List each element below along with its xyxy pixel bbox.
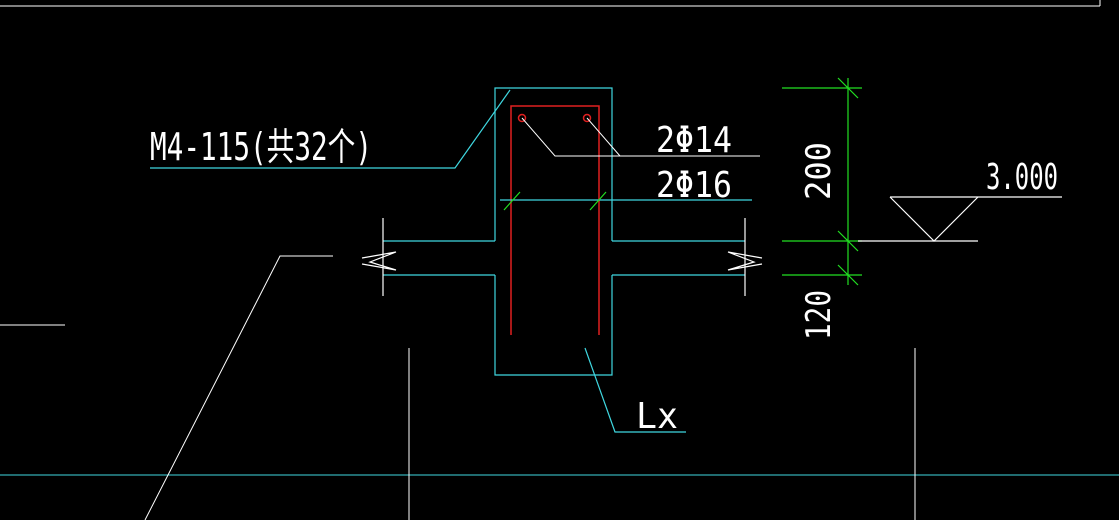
rebar-dot-left bbox=[517, 113, 527, 123]
dimension-lines bbox=[782, 77, 862, 286]
elevation-symbol bbox=[858, 196, 1062, 242]
top-rebar-label: 2Φ14 bbox=[656, 120, 732, 161]
dim-slab-thickness-label: 120 bbox=[799, 290, 839, 340]
dim-beam-depth-label: 200 bbox=[799, 142, 839, 200]
slab-section bbox=[383, 240, 745, 276]
beam-name-label: Lx bbox=[636, 396, 678, 437]
beam-outline bbox=[494, 87, 613, 376]
stirrup bbox=[510, 105, 600, 335]
break-symbol-right bbox=[727, 218, 763, 296]
rebar-dots bbox=[517, 113, 592, 123]
leader-top-rebar bbox=[521, 117, 760, 157]
embed-part-label: M4-115(共32个) bbox=[150, 125, 372, 169]
bottom-rebar-label: 2Φ16 bbox=[656, 165, 732, 206]
elevation-label: 3.000 bbox=[986, 157, 1058, 198]
rebar-ticks bbox=[503, 191, 607, 211]
break-symbol-left bbox=[361, 218, 397, 296]
leader-embed-part bbox=[150, 89, 511, 169]
leader-left bbox=[144, 255, 333, 520]
leader-beam-name bbox=[584, 347, 686, 433]
rebar-dot-right bbox=[582, 113, 592, 123]
